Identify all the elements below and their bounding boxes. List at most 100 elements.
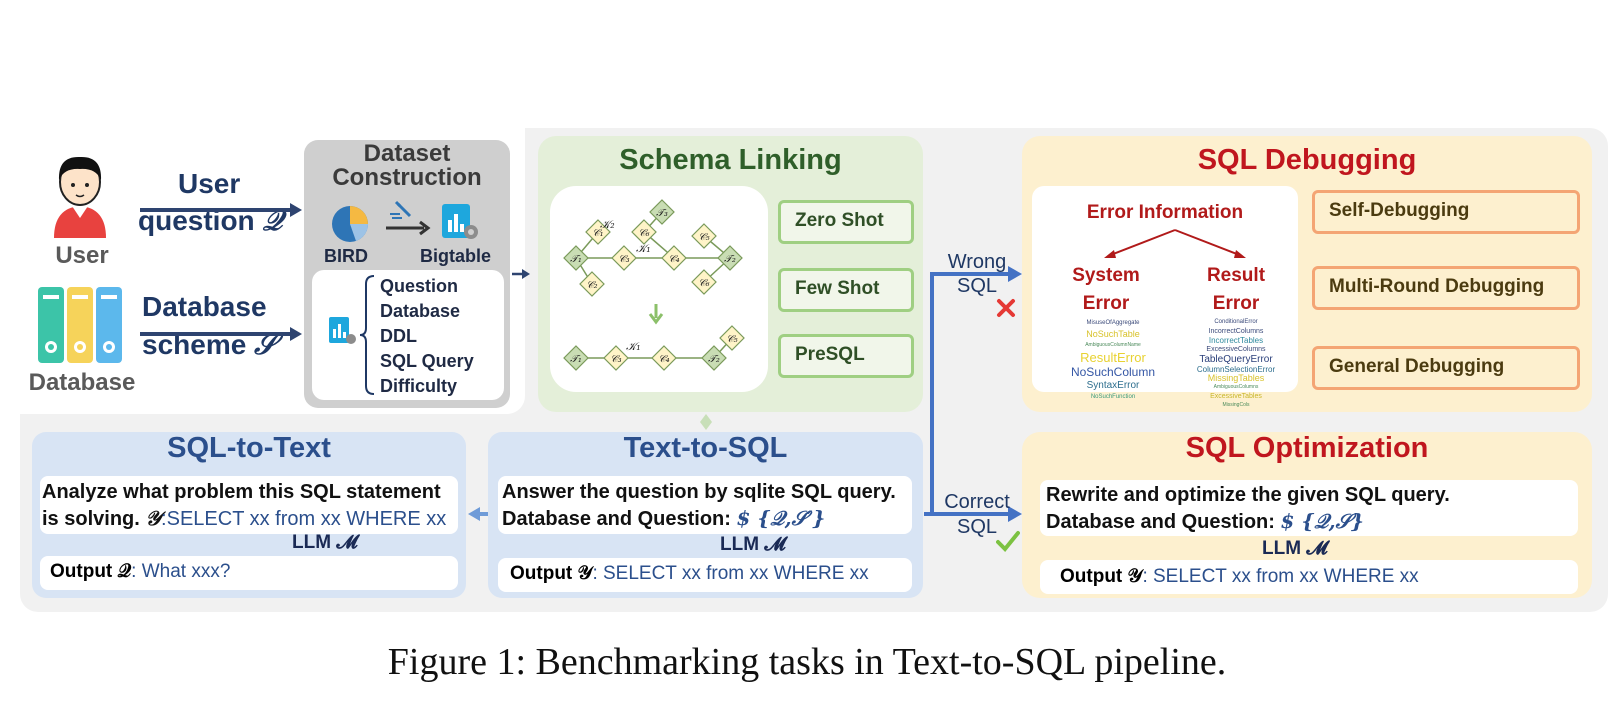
dataset-title-line1: Dataset: [363, 140, 451, 167]
field-difficulty: Difficulty: [380, 376, 458, 396]
graph-node-label: 𝒞₃: [618, 254, 629, 265]
text-to-sql-prompt-line2: Database and Question: $ {𝒬,𝒮′}: [502, 505, 914, 532]
bigtable-small-icon: [328, 316, 358, 346]
error-information-label: Error Information: [1086, 202, 1244, 223]
text-to-sql-prompt: Answer the question by sqlite SQL query.…: [502, 479, 914, 532]
cloud-word: MissingCols: [1222, 402, 1250, 408]
schema-linking-title: Schema Linking: [619, 144, 842, 176]
cloud-word: ConditionalError: [1214, 319, 1258, 325]
system-error-label: System Error: [1056, 262, 1156, 318]
user-question-label-line2: question 𝒬: [138, 204, 283, 238]
graph-key-label: 𝒦₁: [636, 242, 651, 255]
graph-down-arrow: [648, 304, 664, 325]
cloud-word: ResultError: [1080, 350, 1146, 365]
multi-round-debugging-button[interactable]: Multi-Round Debugging: [1312, 266, 1580, 310]
brace-icon: [359, 274, 376, 396]
schema-symbol: 𝒮: [254, 328, 276, 361]
graph-node-label: 𝒯₂: [724, 254, 736, 265]
question-symbol: 𝒬: [262, 204, 283, 237]
text-to-sql-output-box: [498, 558, 912, 592]
field-sql-query: SQL Query: [380, 351, 474, 371]
user-question-word: question: [138, 205, 255, 236]
optimization-llm-label: LLM 𝓜: [1262, 538, 1328, 559]
sql-to-text-output-value: : What xxx?: [131, 561, 231, 582]
optimization-prompt-line2: Database and Question: $ {𝒬,𝒮}: [1046, 508, 1578, 535]
text-to-sql-output-label: Output 𝒴: [510, 563, 593, 584]
text-to-sql-output: Output 𝒴: SELECT xx from xx WHERE xx: [510, 560, 869, 588]
cloud-word: ColumnSelectionError: [1196, 365, 1276, 374]
graph-node-label: 𝒯₁: [570, 354, 582, 365]
cloud-word: NoSuchTable: [1086, 329, 1140, 339]
sql-to-text-output-box: [40, 556, 458, 590]
optimization-output: Output 𝒴: SELECT xx from xx WHERE xx: [1060, 563, 1419, 591]
graph-node: 𝒞₅: [691, 223, 717, 249]
sql-to-text-prompt-line1: Analyze what problem this SQL statement: [42, 481, 441, 503]
optimization-prompt-line1: Rewrite and optimize the given SQL query…: [1046, 484, 1450, 506]
system-error-line2: Error: [1082, 293, 1130, 314]
graph-node: 𝒞₅: [719, 325, 745, 351]
graph-node-label: 𝒞₂: [586, 280, 597, 291]
graph-node: 𝒯₃: [649, 199, 675, 225]
user-icon: [50, 152, 110, 242]
bigtable-label: Bigtable: [420, 246, 492, 266]
graph-node-label: 𝒞₃: [610, 354, 621, 365]
graph-node: 𝒞₁: [585, 219, 611, 245]
general-debugging-button[interactable]: General Debugging: [1312, 346, 1580, 390]
field-question: Question: [380, 276, 459, 296]
optimization-prompt-prefix: Database and Question:: [1046, 511, 1281, 533]
figure-caption: Figure 1: Benchmarking tasks in Text-to-…: [387, 641, 1227, 683]
sql-to-text-output-label: Output 𝒬: [50, 561, 132, 582]
graph-node: 𝒞₃: [611, 245, 637, 271]
correct-sql-line1: Correct: [944, 491, 1010, 513]
graph-node-label: 𝒞₄: [658, 354, 669, 365]
cross-icon: [996, 298, 1016, 318]
optimization-prompt-var: $ {𝒬,𝒮}: [1280, 509, 1364, 533]
bigtable-icon: [440, 202, 480, 242]
graph-node: 𝒞₄: [651, 345, 677, 371]
graph-node: 𝒯₁: [563, 345, 589, 371]
sql-to-text-prompt-symbol: 𝒴: [145, 506, 162, 530]
graph-node-label: 𝒯₂: [708, 354, 720, 365]
cloud-word: IncorrectTables: [1208, 336, 1264, 345]
graph-node: 𝒞₃: [603, 345, 629, 371]
error-information-box: [1032, 186, 1298, 392]
graph-node-label: 𝒞₆: [698, 278, 709, 289]
optimization-output-box: [1040, 560, 1578, 594]
result-error-line2: Error: [1212, 293, 1260, 314]
sql-to-text-llm-label: LLM 𝓜: [292, 532, 358, 553]
wrong-sql-label: Wrong SQL: [932, 250, 1022, 298]
sql-debugging-title: SQL Debugging: [1197, 144, 1417, 176]
graph-node-label: 𝒞₄: [668, 254, 679, 265]
user-label: User: [55, 242, 109, 269]
text-to-sql-title: Text-to-SQL: [623, 432, 788, 464]
dataset-construction-title: Dataset Construction: [304, 142, 510, 190]
cloud-word: AmbiguousColumnName: [1085, 342, 1141, 348]
cloud-word: ExcessiveColumns: [1206, 346, 1266, 353]
error-split-arrows: [1100, 226, 1250, 262]
cloud-word: SyntaxError: [1086, 380, 1140, 391]
cloud-word: IncorrectColumns: [1208, 328, 1264, 335]
text-to-sql-output-value: : SELECT xx from xx WHERE xx: [592, 563, 869, 584]
field-database: Database: [380, 301, 461, 321]
database-scheme-label-line2: scheme 𝒮: [142, 328, 276, 362]
edit-arrow-icon: [384, 200, 432, 238]
result-error-word-cloud: ConditionalError IncorrectColumns Incorr…: [1180, 318, 1292, 410]
self-debugging-button[interactable]: Self-Debugging: [1312, 190, 1580, 234]
result-error-line1: Result: [1206, 265, 1266, 286]
graph-node-label: 𝒞₅: [726, 334, 737, 345]
result-error-label: Result Error: [1186, 262, 1286, 318]
sql-optimization-title: SQL Optimization: [1185, 432, 1429, 464]
zero-shot-button[interactable]: Zero Shot: [778, 200, 914, 244]
bird-label: BIRD: [324, 246, 368, 266]
presql-button[interactable]: PreSQL: [778, 334, 914, 378]
dataset-fields-list: Question Database DDL SQL Query Difficul…: [380, 274, 474, 399]
graph-node: 𝒞₆: [691, 269, 717, 295]
cloud-word: MissingTables: [1207, 373, 1265, 383]
text-to-sql-prompt-var: $ {𝒬,𝒮′}: [736, 506, 826, 530]
text-to-sql-prompt-line1: Answer the question by sqlite SQL query.: [502, 481, 896, 503]
database-scheme-word: scheme: [142, 329, 247, 360]
check-icon: [996, 530, 1020, 552]
few-shot-button[interactable]: Few Shot: [778, 268, 914, 312]
pie-chart-icon: [330, 204, 370, 244]
